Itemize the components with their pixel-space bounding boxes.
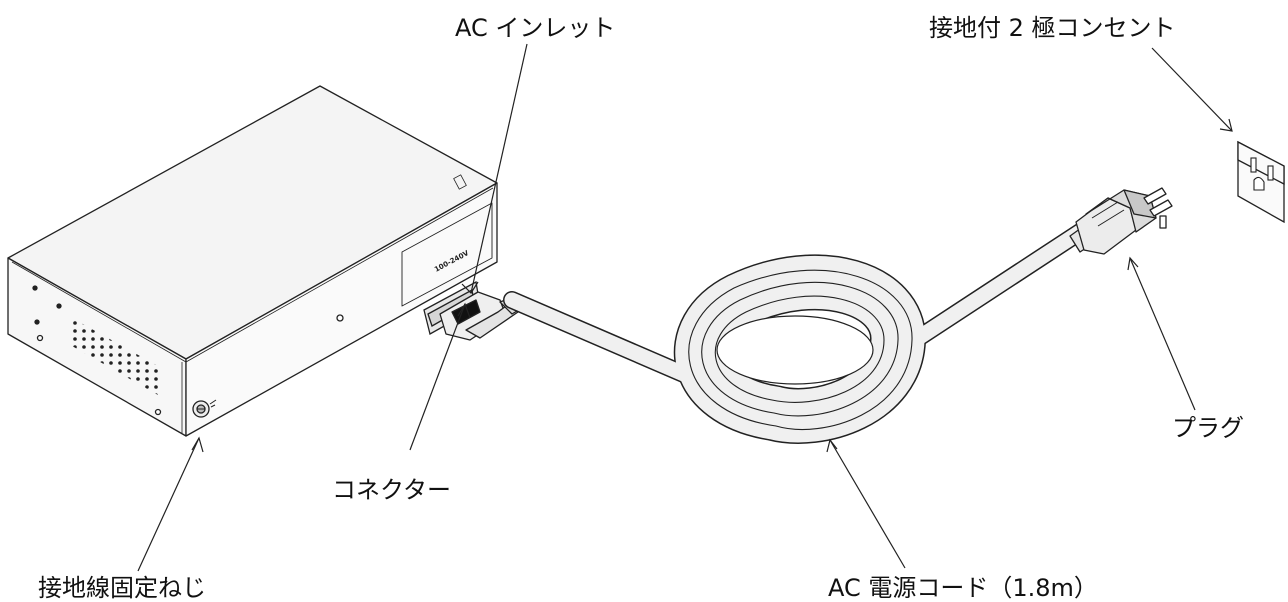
leader-connector bbox=[409, 303, 466, 451]
leader-plug bbox=[1129, 257, 1196, 411]
leader-power-cord bbox=[829, 439, 906, 569]
label-ac-inlet: AC インレット bbox=[455, 14, 616, 42]
wall-outlet bbox=[1237, 140, 1285, 224]
label-plug: プラグ bbox=[1172, 414, 1244, 442]
leader-ground-screw bbox=[137, 437, 200, 572]
label-ground-screw: 接地線固定ねじ bbox=[38, 574, 206, 602]
ground-screw bbox=[192, 399, 217, 418]
ventilation-holes bbox=[72, 318, 158, 395]
leader-power-cord-arrow bbox=[826, 438, 838, 453]
label-grounded-outlet: 接地付 2 極コンセント bbox=[929, 14, 1176, 42]
leader-outlet bbox=[1151, 47, 1233, 132]
power-cord bbox=[503, 223, 1089, 444]
device-rear-face bbox=[185, 182, 498, 437]
leader-ac-inlet-arrow bbox=[461, 281, 479, 294]
leader-plug-arrow bbox=[1127, 256, 1139, 271]
leader-outlet-arrow bbox=[1219, 118, 1233, 132]
device-box: 100-240V bbox=[7, 85, 498, 437]
label-power-cord: AC 電源コード（1.8m） bbox=[828, 574, 1098, 602]
leader-connector-arrow bbox=[457, 302, 471, 319]
leader-ac-inlet bbox=[470, 43, 528, 294]
label-connector: コネクター bbox=[332, 476, 452, 504]
plug bbox=[1069, 187, 1173, 255]
leader-ground-screw-arrow bbox=[191, 436, 204, 453]
